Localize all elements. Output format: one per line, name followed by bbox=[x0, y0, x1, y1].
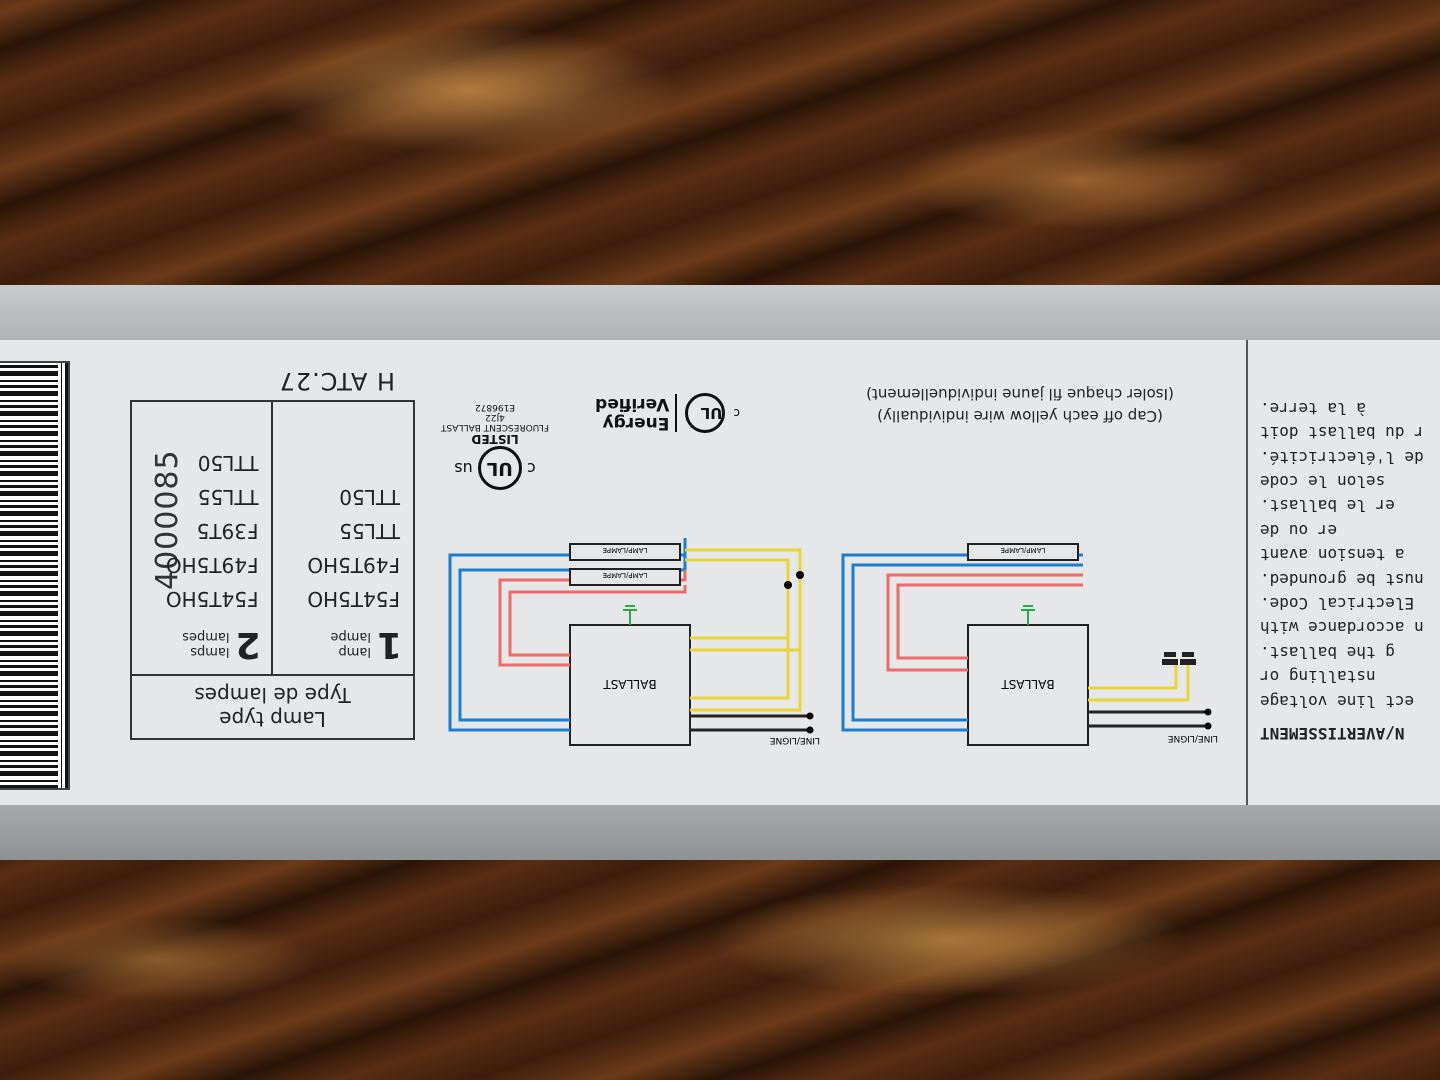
svg-text:LINE/LIGNE: LINE/LIGNE bbox=[1168, 733, 1218, 743]
ul-logo-icon: UL bbox=[477, 446, 522, 490]
cap-note: (Cap off each yellow wire individually) … bbox=[866, 385, 1174, 425]
svg-text:BALLAST: BALLAST bbox=[1001, 677, 1055, 691]
barcode bbox=[0, 361, 70, 790]
wire-cap-icon bbox=[1162, 652, 1196, 665]
svg-text:BALLAST: BALLAST bbox=[603, 677, 657, 691]
divider bbox=[1246, 340, 1248, 805]
svg-text:LAMP/LAMPE: LAMP/LAMPE bbox=[602, 571, 647, 579]
svg-text:LAMP/LAMPE: LAMP/LAMPE bbox=[602, 546, 647, 554]
ul-leaf-icon: UL bbox=[685, 393, 726, 433]
code-text: H ATC.27 bbox=[278, 367, 395, 395]
ground-icon bbox=[1021, 605, 1035, 625]
ul-listed-mark: c UL us LISTED FLUORESCENT BALLAST 4J22 … bbox=[430, 402, 560, 490]
ground-icon bbox=[623, 605, 637, 625]
one-lamp-wiring-diagram: BALLAST LINE/LIGNE LAMP/LAMPE bbox=[841, 543, 1218, 746]
svg-text:LINE/LIGNE: LINE/LIGNE bbox=[770, 735, 820, 745]
warning-text: N/AVERTISSEMENT ect line voltage nstalli… bbox=[1260, 398, 1424, 743]
svg-text:LAMP/LAMPE: LAMP/LAMPE bbox=[1000, 546, 1045, 554]
two-lamp-wiring-diagram: BALLAST LINE/LIGNE LAMP/LAMPE LAMP/LAMPE bbox=[448, 538, 820, 746]
